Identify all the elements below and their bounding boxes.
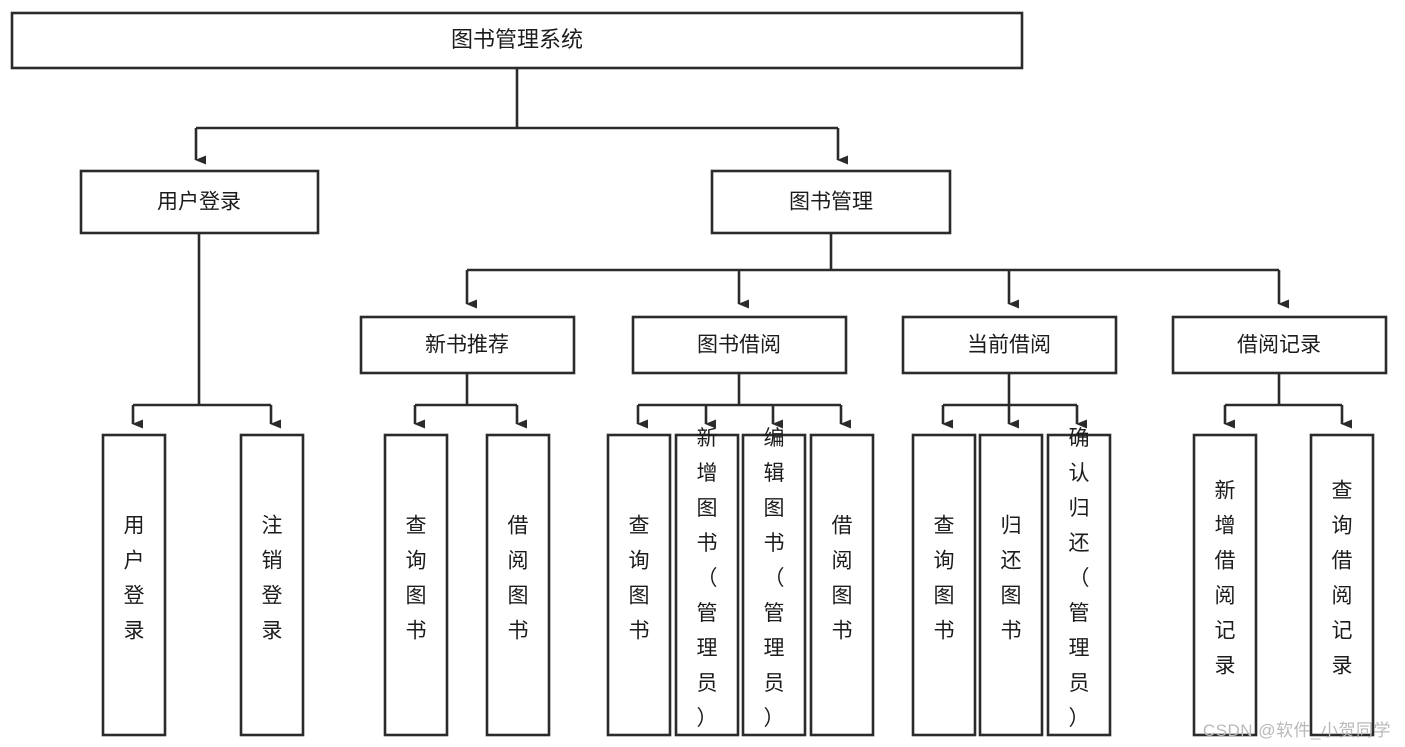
node-user-login[interactable]: 用户登录 [79,169,320,235]
leaf-query-book-current[interactable]: 查询图书 [911,433,977,737]
leaf-user-login[interactable]: 用户登录 [101,433,167,737]
connectors-records-to-leaves [1223,373,1352,429]
leaf-query-borrow-record[interactable]: 查询借阅记录 [1309,433,1375,737]
node-book-management[interactable]: 图书管理 [710,169,952,235]
leaf-borrow-book-newbook-label: 借阅图书 [508,515,529,643]
node-borrow-records-label: 借阅记录 [1237,334,1321,357]
leaf-return-book[interactable]: 归还图书 [978,433,1044,737]
leaf-borrow-book-borrow[interactable]: 借阅图书 [809,433,875,737]
connectors-borrow-to-leaves [636,373,851,429]
connectors-login-to-leaves [131,233,281,429]
leaf-logout[interactable]: 注销登录 [239,433,305,737]
node-root-system[interactable]: 图书管理系统 [10,11,1024,70]
leaf-query-book-borrow-label: 查询图书 [629,515,650,643]
node-new-book-recommend-label: 新书推荐 [425,334,509,357]
leaf-edit-book-admin-label: 编辑图书（管理员） [764,427,785,730]
leaf-add-book-admin-label: 新增图书（管理员） [697,427,718,730]
leaf-query-borrow-record-label: 查询借阅记录 [1332,480,1353,678]
leaf-edit-book-admin[interactable]: 编辑图书（管理员） [741,427,807,737]
leaf-confirm-return-admin[interactable]: 确认归还（管理员） [1046,427,1112,737]
node-current-borrow-label: 当前借阅 [967,334,1051,357]
leaf-query-book-borrow[interactable]: 查询图书 [606,433,672,737]
leaf-confirm-return-admin-label: 确认归还（管理员） [1069,427,1090,730]
leaf-logout-label: 注销登录 [262,515,283,643]
leaf-add-borrow-record-label: 新增借阅记录 [1215,480,1236,678]
leaf-borrow-book-newbook[interactable]: 借阅图书 [485,433,551,737]
leaf-add-book-admin[interactable]: 新增图书（管理员） [674,427,740,737]
leaf-return-book-label: 归还图书 [1001,515,1022,643]
node-user-login-label: 用户登录 [157,191,241,214]
csdn-watermark: CSDN @软件_小贺同学 [1202,721,1391,740]
node-book-management-label: 图书管理 [789,191,873,214]
connectors-root-to-level1 [194,68,848,165]
leaf-add-borrow-record[interactable]: 新增借阅记录 [1192,433,1258,737]
node-current-borrow[interactable]: 当前借阅 [901,315,1118,375]
node-new-book-recommend[interactable]: 新书推荐 [359,315,576,375]
leaf-query-book-newbook[interactable]: 查询图书 [383,433,449,737]
leaf-query-book-newbook-label: 查询图书 [406,515,427,643]
leaf-borrow-book-borrow-label: 借阅图书 [832,515,853,643]
node-book-borrow-label: 图书借阅 [697,334,781,357]
connectors-current-to-leaves [941,373,1087,429]
connectors-bookmgmt-to-level2 [465,233,1289,309]
leaf-query-book-current-label: 查询图书 [934,515,955,643]
node-borrow-records[interactable]: 借阅记录 [1171,315,1388,375]
node-book-borrow[interactable]: 图书借阅 [631,315,848,375]
connectors-newbook-to-leaves [413,373,527,429]
leaf-user-login-label: 用户登录 [124,515,145,643]
node-root-system-label: 图书管理系统 [451,27,583,52]
